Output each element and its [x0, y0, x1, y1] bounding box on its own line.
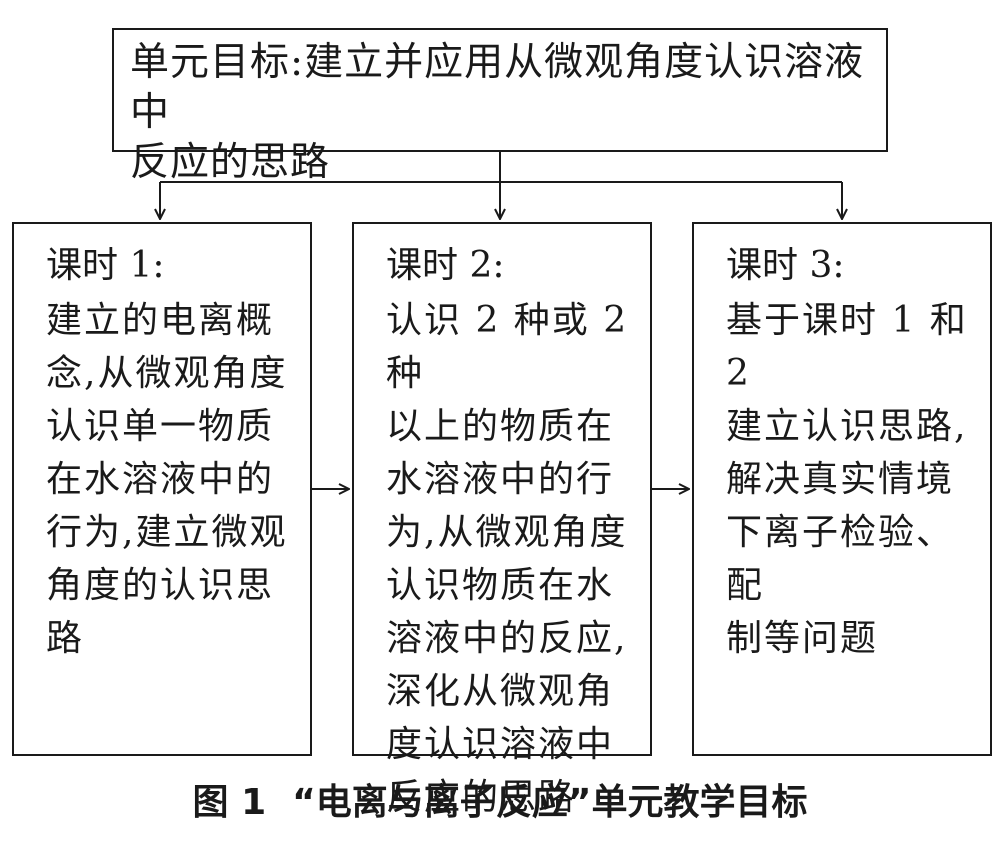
lesson-1-title: 课时 1: — [46, 245, 165, 286]
lesson-3-box: 课时 3: 基于课时 1 和 2 建立认识思路, 解决真实情境 下离子检验、配 … — [692, 222, 992, 756]
figure-title: “电离与离子反应”单元教学目标 — [292, 782, 808, 823]
figure-caption: 图 1 “电离与离子反应”单元教学目标 — [0, 778, 1000, 828]
lesson-2-box: 课时 2: 认识 2 种或 2 种 以上的物质在 水溶液中的行 为,从微观角度 … — [352, 222, 652, 818]
lesson-1-box: 课时 1: 建立的电离概 念,从微观角度 认识单一物质 在水溶液中的 行为,建立… — [12, 222, 312, 756]
lesson-3-title: 课时 3: — [726, 245, 845, 286]
unit-goal-text: 单元目标:建立并应用从微观角度认识溶液中 反应的思路 — [130, 40, 865, 185]
lesson-2-title: 课时 2: — [386, 245, 505, 286]
lesson-3-body: 基于课时 1 和 2 建立认识思路, 解决真实情境 下离子检验、配 制等问题 — [726, 300, 968, 659]
lesson-1-body: 建立的电离概 念,从微观角度 认识单一物质 在水溶液中的 行为,建立微观 角度的… — [46, 300, 288, 659]
unit-goal-box: 单元目标:建立并应用从微观角度认识溶液中 反应的思路 — [112, 28, 888, 185]
figure-number: 图 1 — [192, 782, 267, 823]
lesson-2-body: 认识 2 种或 2 种 以上的物质在 水溶液中的行 为,从微观角度 认识物质在水… — [386, 300, 629, 818]
